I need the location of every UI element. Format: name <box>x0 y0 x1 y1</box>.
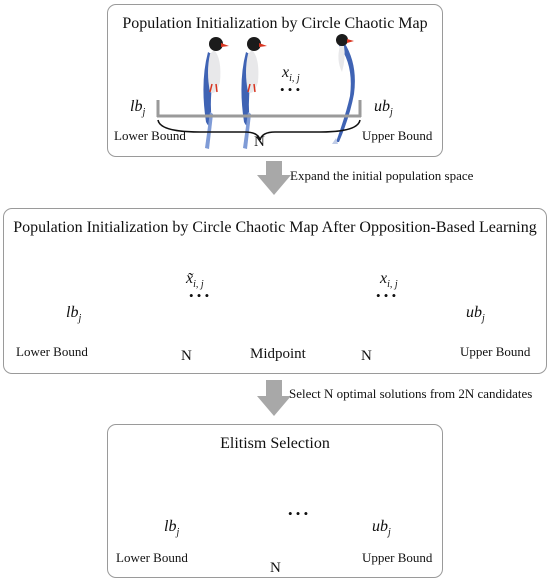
down-arrow-icon <box>257 161 291 195</box>
panel-opposition-based-learning: Population Initialization by Circle Chao… <box>3 208 547 374</box>
midpoint-label: Midpoint <box>250 346 306 362</box>
panel-title: Population Initialization by Circle Chao… <box>122 15 428 32</box>
upper-bound-symbol: ubj <box>372 518 391 538</box>
lb-symbol: lb <box>130 98 143 115</box>
var-x-subscript: i, j <box>387 279 398 291</box>
lb-subscript: j <box>142 107 146 119</box>
lower-bound-label: Lower Bound <box>114 128 186 143</box>
brace <box>157 119 361 141</box>
var-x-symbol: x <box>380 270 388 287</box>
arrow-caption: Select N optimal solutions from 2N candi… <box>289 386 533 401</box>
lb-symbol: lb <box>66 304 79 321</box>
var-x: xi, j <box>380 270 398 290</box>
population-size-label: N <box>361 348 372 364</box>
var-xtilde-symbol: x̃ <box>186 270 194 287</box>
bound-bar <box>156 100 362 118</box>
upper-bound-symbol: ubj <box>374 98 393 118</box>
lb-subscript: j <box>176 527 180 539</box>
ub-symbol: ub <box>466 304 482 321</box>
ub-subscript: j <box>482 313 485 325</box>
panel-title: Elitism Selection <box>220 435 330 452</box>
lb-subscript: j <box>78 313 82 325</box>
ellipsis: • • • <box>376 288 397 303</box>
var-x: xi, j <box>282 64 300 84</box>
lower-bound-symbol: lbj <box>164 518 179 538</box>
population-size-label: N <box>270 560 281 576</box>
lower-bound-label: Lower Bound <box>16 344 88 359</box>
upper-bound-symbol: ubj <box>466 304 485 324</box>
down-arrow-icon <box>257 380 291 416</box>
var-x-subscript: i, j <box>289 73 300 85</box>
population-size-label: N <box>181 348 192 364</box>
upper-bound-label: Upper Bound <box>460 344 531 359</box>
ellipsis: • • • <box>288 506 309 521</box>
panel-elitism-selection: Elitism Selection <box>107 424 443 578</box>
population-size-label: N <box>254 134 265 150</box>
upper-bound-label: Upper Bound <box>362 550 433 565</box>
var-x-symbol: x <box>282 64 290 81</box>
var-xtilde-subscript: i, j <box>193 279 204 291</box>
panel-title: Population Initialization by Circle Chao… <box>13 219 537 236</box>
lb-symbol: lb <box>164 518 177 535</box>
var-x-tilde: x̃i, j <box>186 270 204 290</box>
upper-bound-label: Upper Bound <box>362 128 433 143</box>
ub-symbol: ub <box>372 518 388 535</box>
ub-symbol: ub <box>374 98 390 115</box>
lower-bound-symbol: lbj <box>130 98 145 118</box>
ellipsis: • • • <box>280 82 301 97</box>
ellipsis: • • • <box>189 288 210 303</box>
ub-subscript: j <box>388 527 391 539</box>
lower-bound-symbol: lbj <box>66 304 81 324</box>
arrow-caption: Expand the initial population space <box>290 168 474 183</box>
lower-bound-label: Lower Bound <box>116 550 188 565</box>
ub-subscript: j <box>390 107 393 119</box>
